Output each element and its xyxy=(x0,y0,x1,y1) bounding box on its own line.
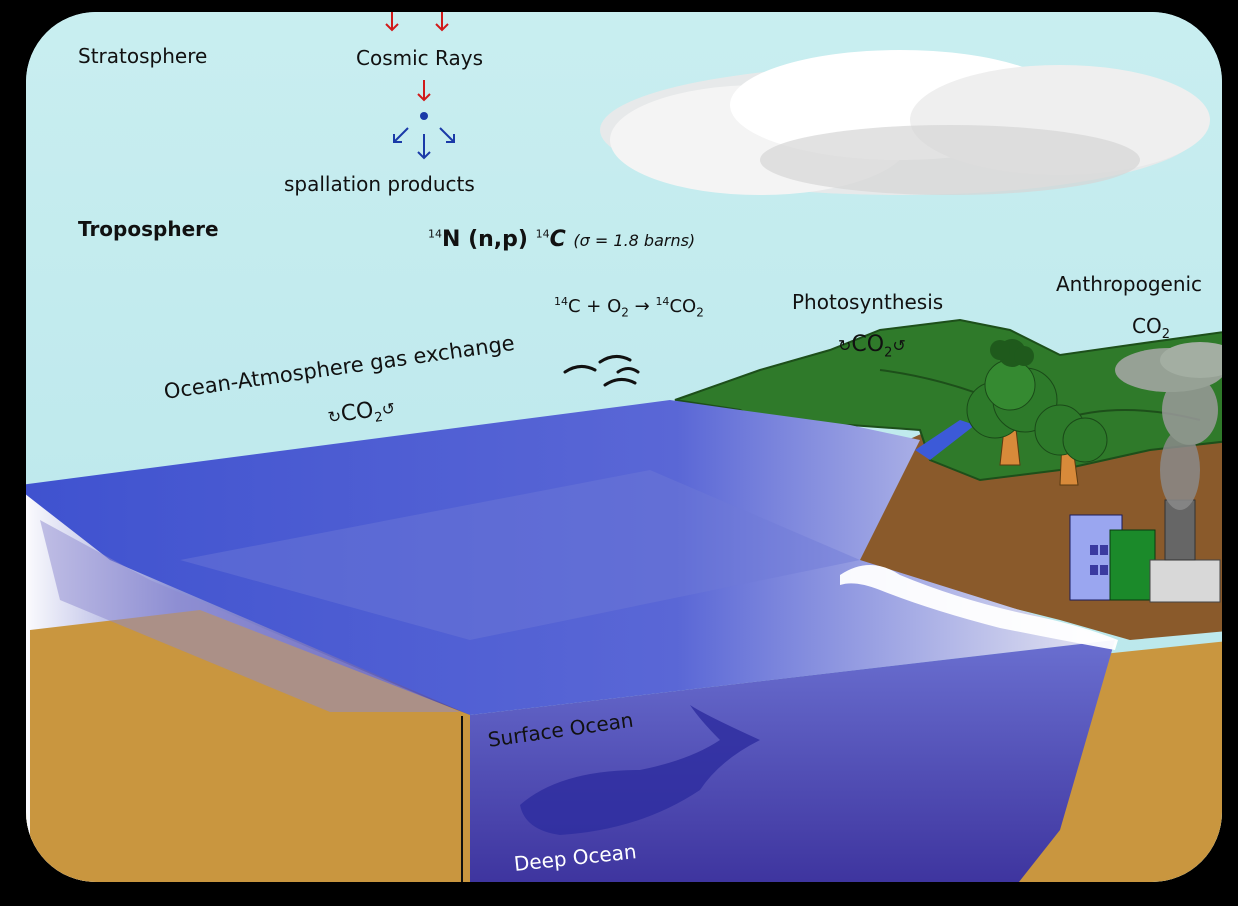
diagram-frame: Stratosphere Cosmic Rays spallation prod… xyxy=(26,12,1222,882)
carbon-cycle-scene xyxy=(26,12,1222,882)
nucleus-dot xyxy=(420,112,428,120)
spallation-arrows xyxy=(393,127,455,160)
stratosphere-label: Stratosphere xyxy=(78,44,208,68)
smoke-icon xyxy=(1115,342,1222,510)
cosmic-ray-arrows xyxy=(385,12,449,102)
anthropogenic-co2-label: CO2 xyxy=(1132,314,1170,342)
photosynthesis-co2-label: ↻CO2↺ xyxy=(838,332,906,361)
photosynthesis-label: Photosynthesis xyxy=(792,290,944,314)
nitrogen-reaction-label: 14N (n,p) 14C (σ = 1.8 barns) xyxy=(428,227,696,252)
fish-icon xyxy=(520,705,760,835)
cosmic-rays-label: Cosmic Rays xyxy=(356,46,483,70)
cloud-icon xyxy=(600,50,1210,195)
anthropogenic-label: Anthropogenic xyxy=(1056,272,1203,296)
troposphere-label: Troposphere xyxy=(78,217,219,241)
tree-icon xyxy=(966,339,1108,486)
spallation-products-label: spallation products xyxy=(284,172,475,196)
oxidation-reaction-label: 14C + O2 → 14CO2 xyxy=(554,295,704,320)
factory-icon xyxy=(1069,499,1221,603)
bird-icon xyxy=(563,355,640,387)
